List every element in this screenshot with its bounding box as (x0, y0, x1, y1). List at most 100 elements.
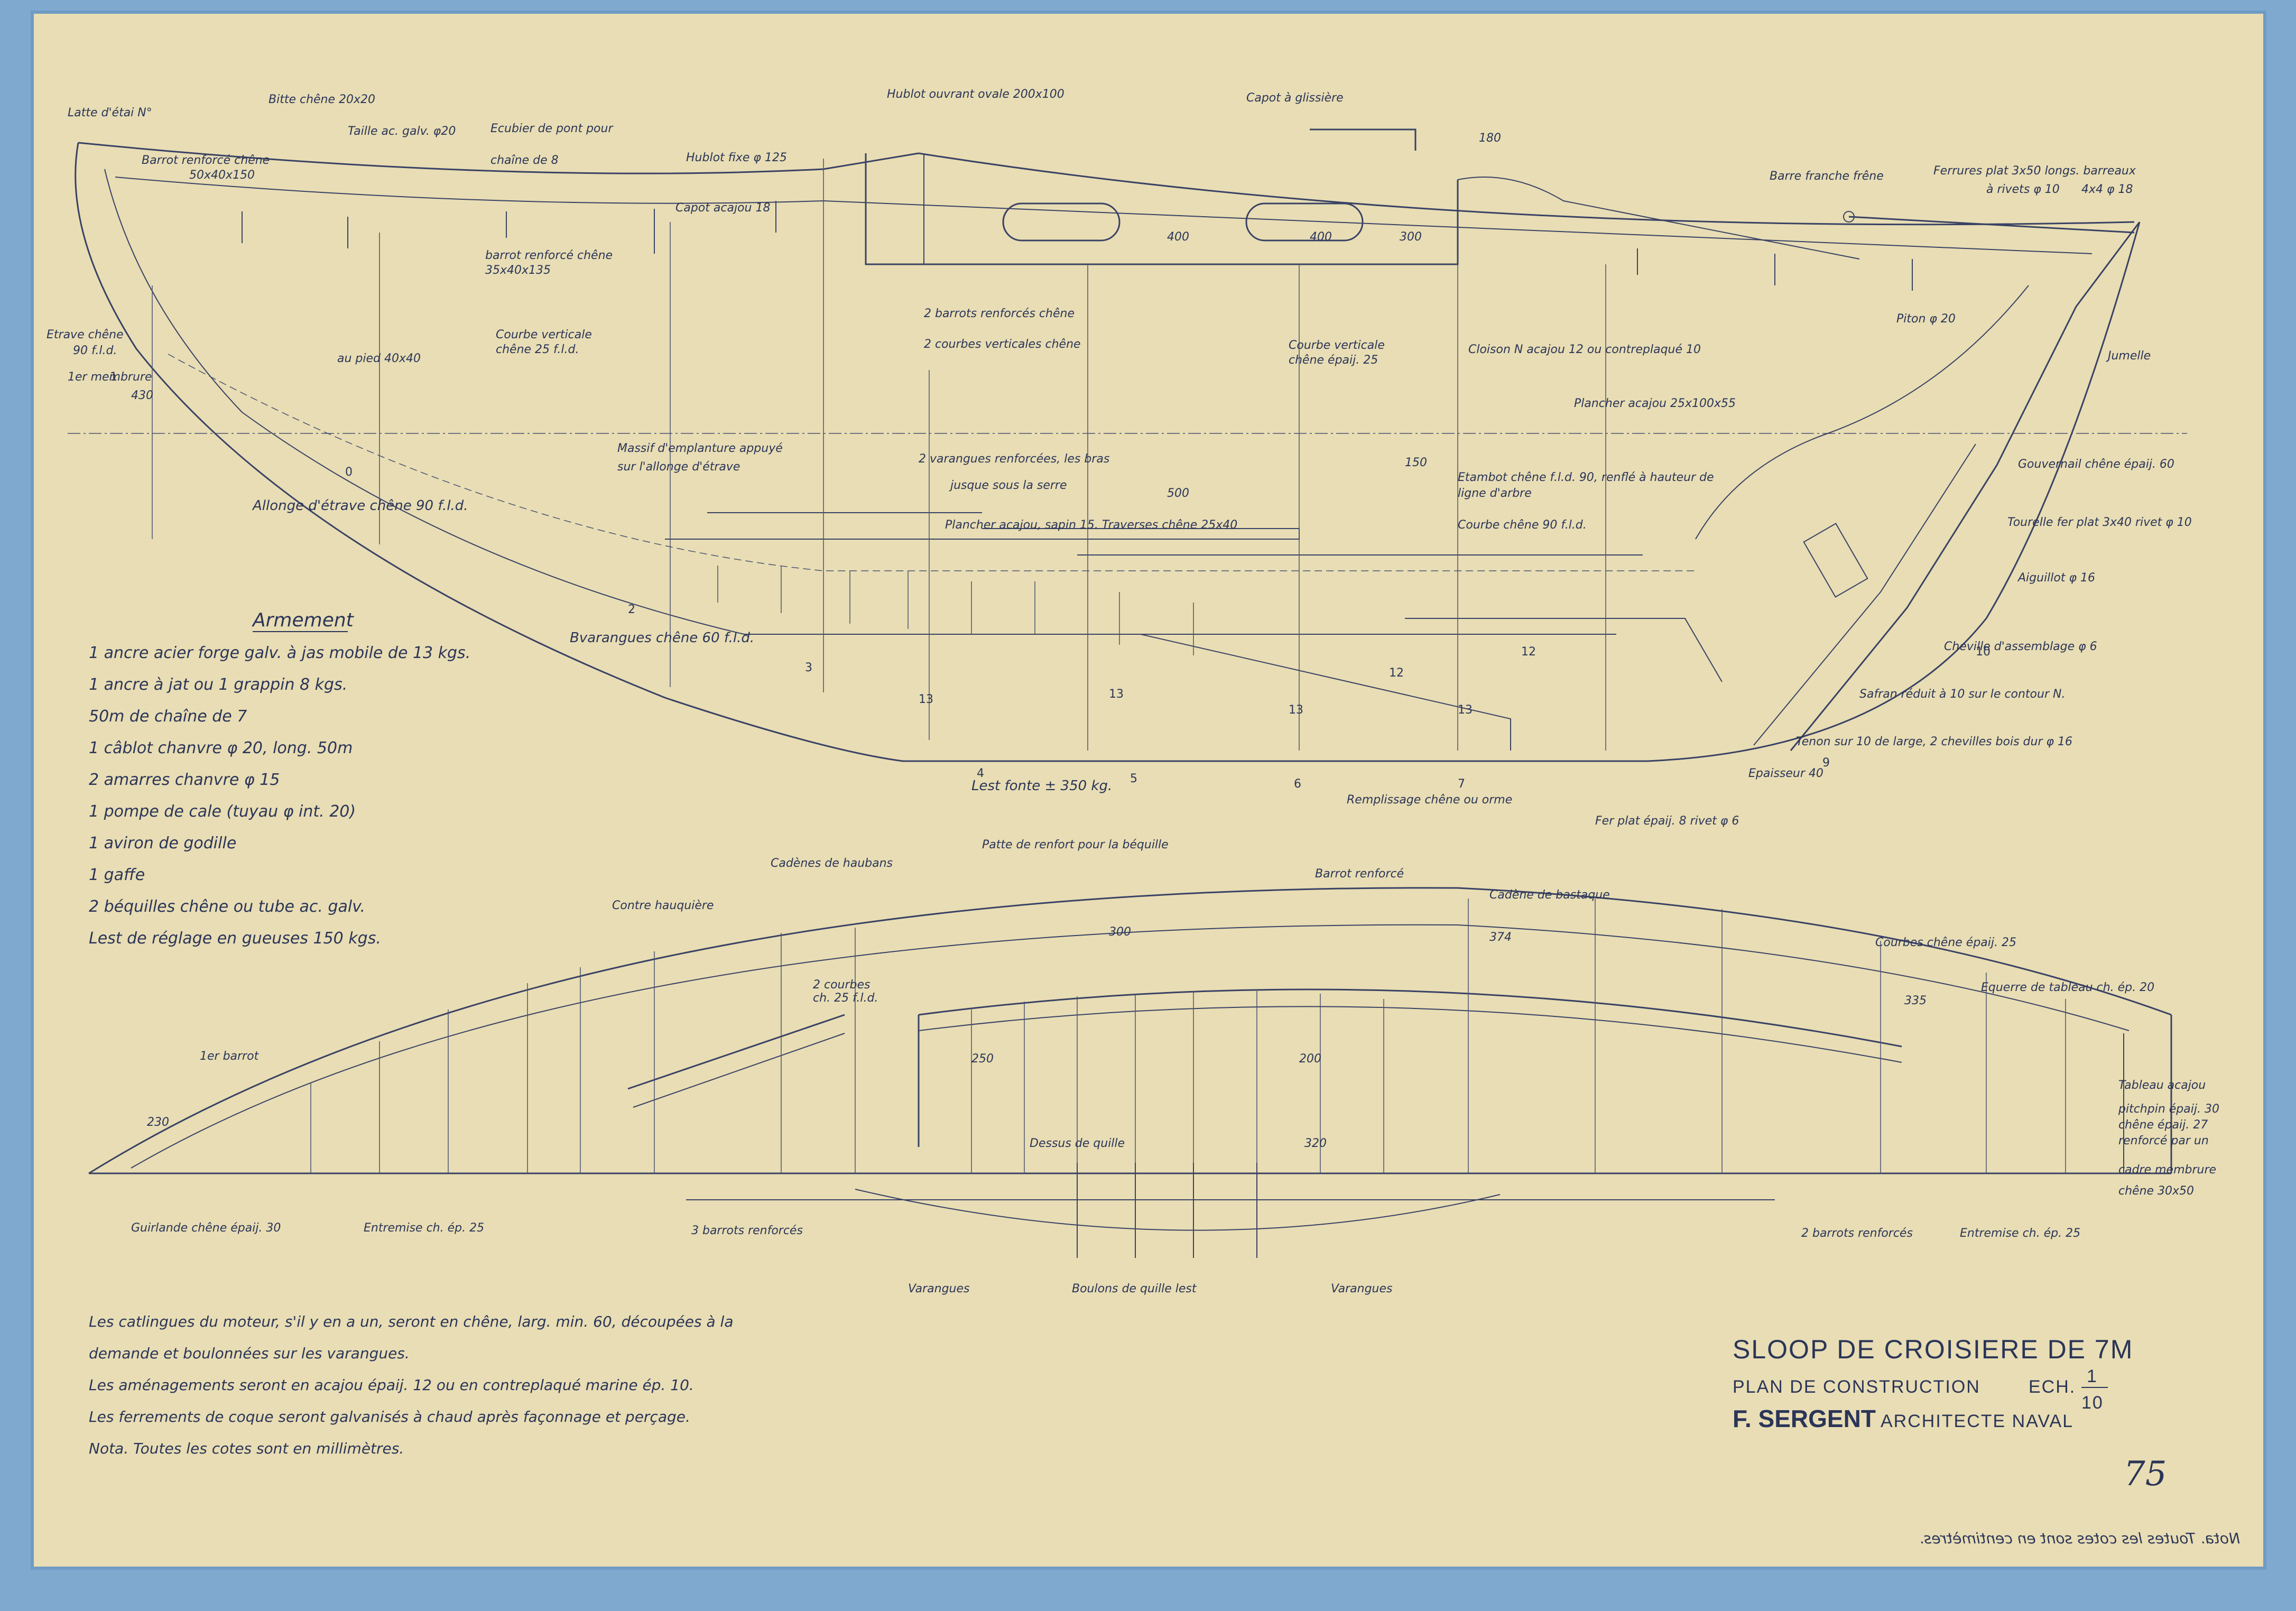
armement-line: Lest de réglage en gueuses 150 kgs. (89, 929, 381, 948)
label-lest: Lest fonte ± 350 kg. (971, 778, 1112, 794)
label-deux-courbes-2: ch. 25 f.l.d. (813, 992, 878, 1005)
label-hublot-fixe: Hublot fixe φ 125 (686, 151, 787, 164)
label-courbe-verticale: Courbe verticale (496, 328, 592, 341)
label-courbes-chene: Courbes chêne épaij. 25 (1875, 936, 2016, 949)
armement-line: 1 ancre acier forge galv. à jas mobile d… (89, 644, 470, 662)
label-guirlande: Guirlande chêne épaij. 30 (131, 1221, 281, 1235)
armement-line: 2 amarres chanvre φ 15 (89, 771, 280, 789)
mirrored-note: Nota. Toutes les cotes sont en centimètr… (1919, 1530, 2240, 1547)
label-tableau: Tableau acajou (2118, 1079, 2206, 1092)
label-capot-acajou: Capot acajou 18 (675, 201, 770, 215)
label-premier-barrot: 1er barrot (200, 1050, 260, 1063)
label-tableau-6: chêne 30x50 (2118, 1184, 2194, 1198)
svg-text:5: 5 (1130, 772, 1137, 785)
sheet-number: 75 (2124, 1455, 2167, 1494)
label-varangues-2: Varangues (1331, 1282, 1393, 1295)
label-ferrures-3: 4x4 φ 18 (2081, 183, 2133, 196)
armement-line: 1 ancre à jat ou 1 grappin 8 kgs. (89, 675, 347, 694)
label-hublot-ouvrant: Hublot ouvrant ovale 200x100 (887, 88, 1064, 101)
svg-text:7: 7 (1458, 777, 1465, 791)
label-plancher: Plancher acajou, sapin 15. Traverses chê… (945, 519, 1237, 532)
svg-text:1: 1 (110, 371, 117, 384)
label-dim-400b: 400 (1310, 230, 1332, 244)
label-varangues-chene: Bvarangues chêne 60 f.l.d. (570, 630, 754, 646)
drawing-subtitle: PLAN DE CONSTRUCTION (1733, 1377, 1980, 1397)
svg-text:4: 4 (977, 767, 984, 780)
svg-text:6: 6 (1294, 777, 1301, 791)
label-barrot-renforce-chene: barrot renforcé chêne (485, 249, 613, 262)
label-remplissage: Remplissage chêne ou orme (1347, 793, 1512, 807)
armement-line: 1 pompe de cale (tuyau φ int. 20) (89, 802, 356, 821)
label-barre-franche: Barre franche frêne (1770, 170, 1884, 183)
label-deux-courbes: 2 courbes (813, 978, 871, 992)
title-block: SLOOP DE CROISIERE DE 7M PLAN DE CONSTRU… (1733, 1335, 2167, 1494)
label-deux-barrots: 2 barrots renforcés chêne (924, 307, 1075, 320)
armement-heading: Armement (252, 609, 355, 631)
label-etambot-2: ligne d'arbre (1458, 487, 1532, 500)
label-dessus-quille: Dessus de quille (1030, 1137, 1125, 1150)
label-d320: 320 (1304, 1137, 1327, 1150)
label-tourelle: Tourelle fer plat 3x40 rivet φ 10 (2007, 516, 2192, 529)
note-line: demande et boulonnées sur les varangues. (89, 1345, 410, 1362)
plan-view: Cadènes de haubans Patte de renfort pour… (88, 838, 2219, 1295)
label-dim-430: 430 (131, 389, 153, 402)
label-barrot-renfort: Barrot renforcé chêne (142, 154, 270, 167)
svg-text:12: 12 (1389, 666, 1404, 680)
drawing-title: SLOOP DE CROISIERE DE 7M (1733, 1335, 2133, 1364)
scale-numerator: 1 (2087, 1366, 2098, 1386)
label-courbe-verticale-2: chêne 25 f.l.d. (496, 343, 579, 356)
architect-name: F. SERGENT (1733, 1405, 1876, 1432)
label-equerre: Equerre de tableau ch. ép. 20 (1981, 981, 2154, 994)
label-dim-400a: 400 (1167, 230, 1189, 244)
label-dim-300: 300 (1400, 230, 1422, 244)
label-ecubier-2: chaîne de 8 (490, 154, 559, 167)
label-ecubier: Ecubier de pont pour (490, 122, 614, 135)
label-au-pied: au pied 40x40 (337, 352, 421, 365)
label-ferrures: Ferrures plat 3x50 longs. barreaux (1933, 164, 2136, 178)
armement-line: 1 aviron de godille (89, 834, 236, 853)
svg-text:13: 13 (1458, 703, 1473, 717)
note-line: Nota. Toutes les cotes sont en millimètr… (89, 1440, 404, 1457)
label-entremise-2: Entremise ch. ép. 25 (1960, 1227, 2080, 1240)
label-latte-etai: Latte d'étai N° (68, 106, 152, 119)
label-jumelle: Jumelle (2106, 349, 2151, 363)
label-varangues-renf: 2 varangues renforcées, les bras (919, 452, 1109, 466)
construction-notes: Les catlingues du moteur, s'il y en a un… (89, 1313, 733, 1457)
label-ferrures-2: à rivets φ 10 (1986, 183, 2060, 196)
architect-role: ARCHITECTE NAVAL (1881, 1411, 2073, 1431)
label-barrot-renfort-dim: 50x40x150 (189, 169, 255, 182)
label-dim-500: 500 (1167, 487, 1189, 500)
label-cadene-bastaque: Cadène de bastaque (1489, 888, 1610, 902)
label-d250: 250 (971, 1052, 994, 1066)
svg-text:9: 9 (1822, 756, 1830, 770)
label-d300: 300 (1109, 925, 1131, 939)
label-etambot: Etambot chêne f.l.d. 90, renflé à hauteu… (1458, 471, 1714, 484)
label-d374: 374 (1489, 931, 1512, 944)
armement-line: 1 câblot chanvre φ 20, long. 50m (89, 739, 353, 757)
label-d335: 335 (1904, 994, 1927, 1007)
label-contre-hauquiere: Contre hauquière (612, 899, 714, 912)
svg-text:13: 13 (919, 693, 933, 706)
mirrored-note-group: Nota. Toutes les cotes sont en centimètr… (1919, 1530, 2240, 1547)
armement-line: 50m de chaîne de 7 (89, 707, 247, 726)
label-d200: 200 (1299, 1052, 1321, 1066)
label-deux-barrots-plan: 2 barrots renforcés (1801, 1227, 1913, 1240)
note-line: Les aménagements seront en acajou épaij.… (89, 1376, 694, 1394)
armement-line: 1 gaffe (89, 866, 145, 884)
label-aiguillot: Aiguillot φ 16 (2017, 571, 2095, 585)
label-etrave: Etrave chêne (47, 328, 124, 341)
svg-text:2: 2 (628, 603, 635, 616)
label-piton: Piton φ 20 (1896, 312, 1956, 326)
label-courbe-verticale-b2: chêne épaij. 25 (1289, 354, 1378, 367)
label-tableau-2: pitchpin épaij. 30 (2118, 1103, 2219, 1116)
label-taille: Taille ac. galv. φ20 (348, 125, 456, 138)
label-barrot-renforce: Barrot renforcé (1315, 867, 1404, 881)
label-varangues-renf-2: jusque sous la serre (949, 479, 1067, 492)
svg-text:10: 10 (1976, 645, 1991, 659)
label-allonge: Allonge d'étrave chêne 90 f.l.d. (252, 498, 468, 514)
label-d230: 230 (147, 1116, 169, 1129)
label-deux-courbes: 2 courbes verticales chêne (924, 338, 1081, 351)
label-tenon: Tenon sur 10 de large, 2 chevilles bois … (1796, 735, 2072, 748)
